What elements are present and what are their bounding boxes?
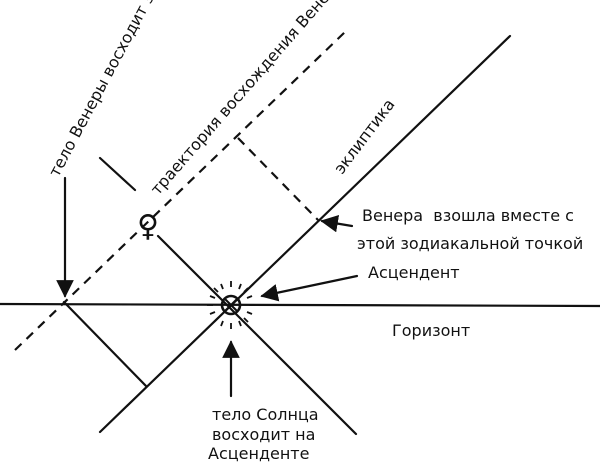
ascendant-cross-line (98, 156, 137, 192)
venus-zodiac-label-line1: Венера взошла вместе с (362, 206, 574, 225)
venus-zodiac-arrow (320, 214, 354, 233)
venus-ecliptic-connector (237, 137, 319, 221)
sun-icon (207, 281, 255, 329)
horizon-label: Горизонт (392, 321, 470, 340)
venus-rises-here-label: тело Венеры восходит здесь (45, 0, 176, 180)
perpendicular-line (62, 300, 148, 388)
venus-rising-path-label: траектория восхождения Венеры (147, 0, 348, 199)
sun-rises-label-line3: Асценденте (208, 444, 309, 462)
venus-zodiac-label-line2: этой зодиакальной точкой (357, 234, 583, 253)
venus-icon: ♀ (137, 209, 159, 244)
ascendant-label: Асцендент (368, 263, 460, 282)
ecliptic-label: эклиптика (330, 95, 399, 177)
ecliptic-line (98, 34, 512, 434)
venus-rising-path (14, 31, 346, 351)
sun-rises-label-line1: тело Солнца (212, 405, 319, 424)
sun-rises-label-line2: восходит на (212, 425, 315, 444)
ascendant-cross-line-lower (156, 234, 358, 436)
horizon-line (0, 302, 600, 308)
ascendant-arrow (260, 274, 359, 302)
